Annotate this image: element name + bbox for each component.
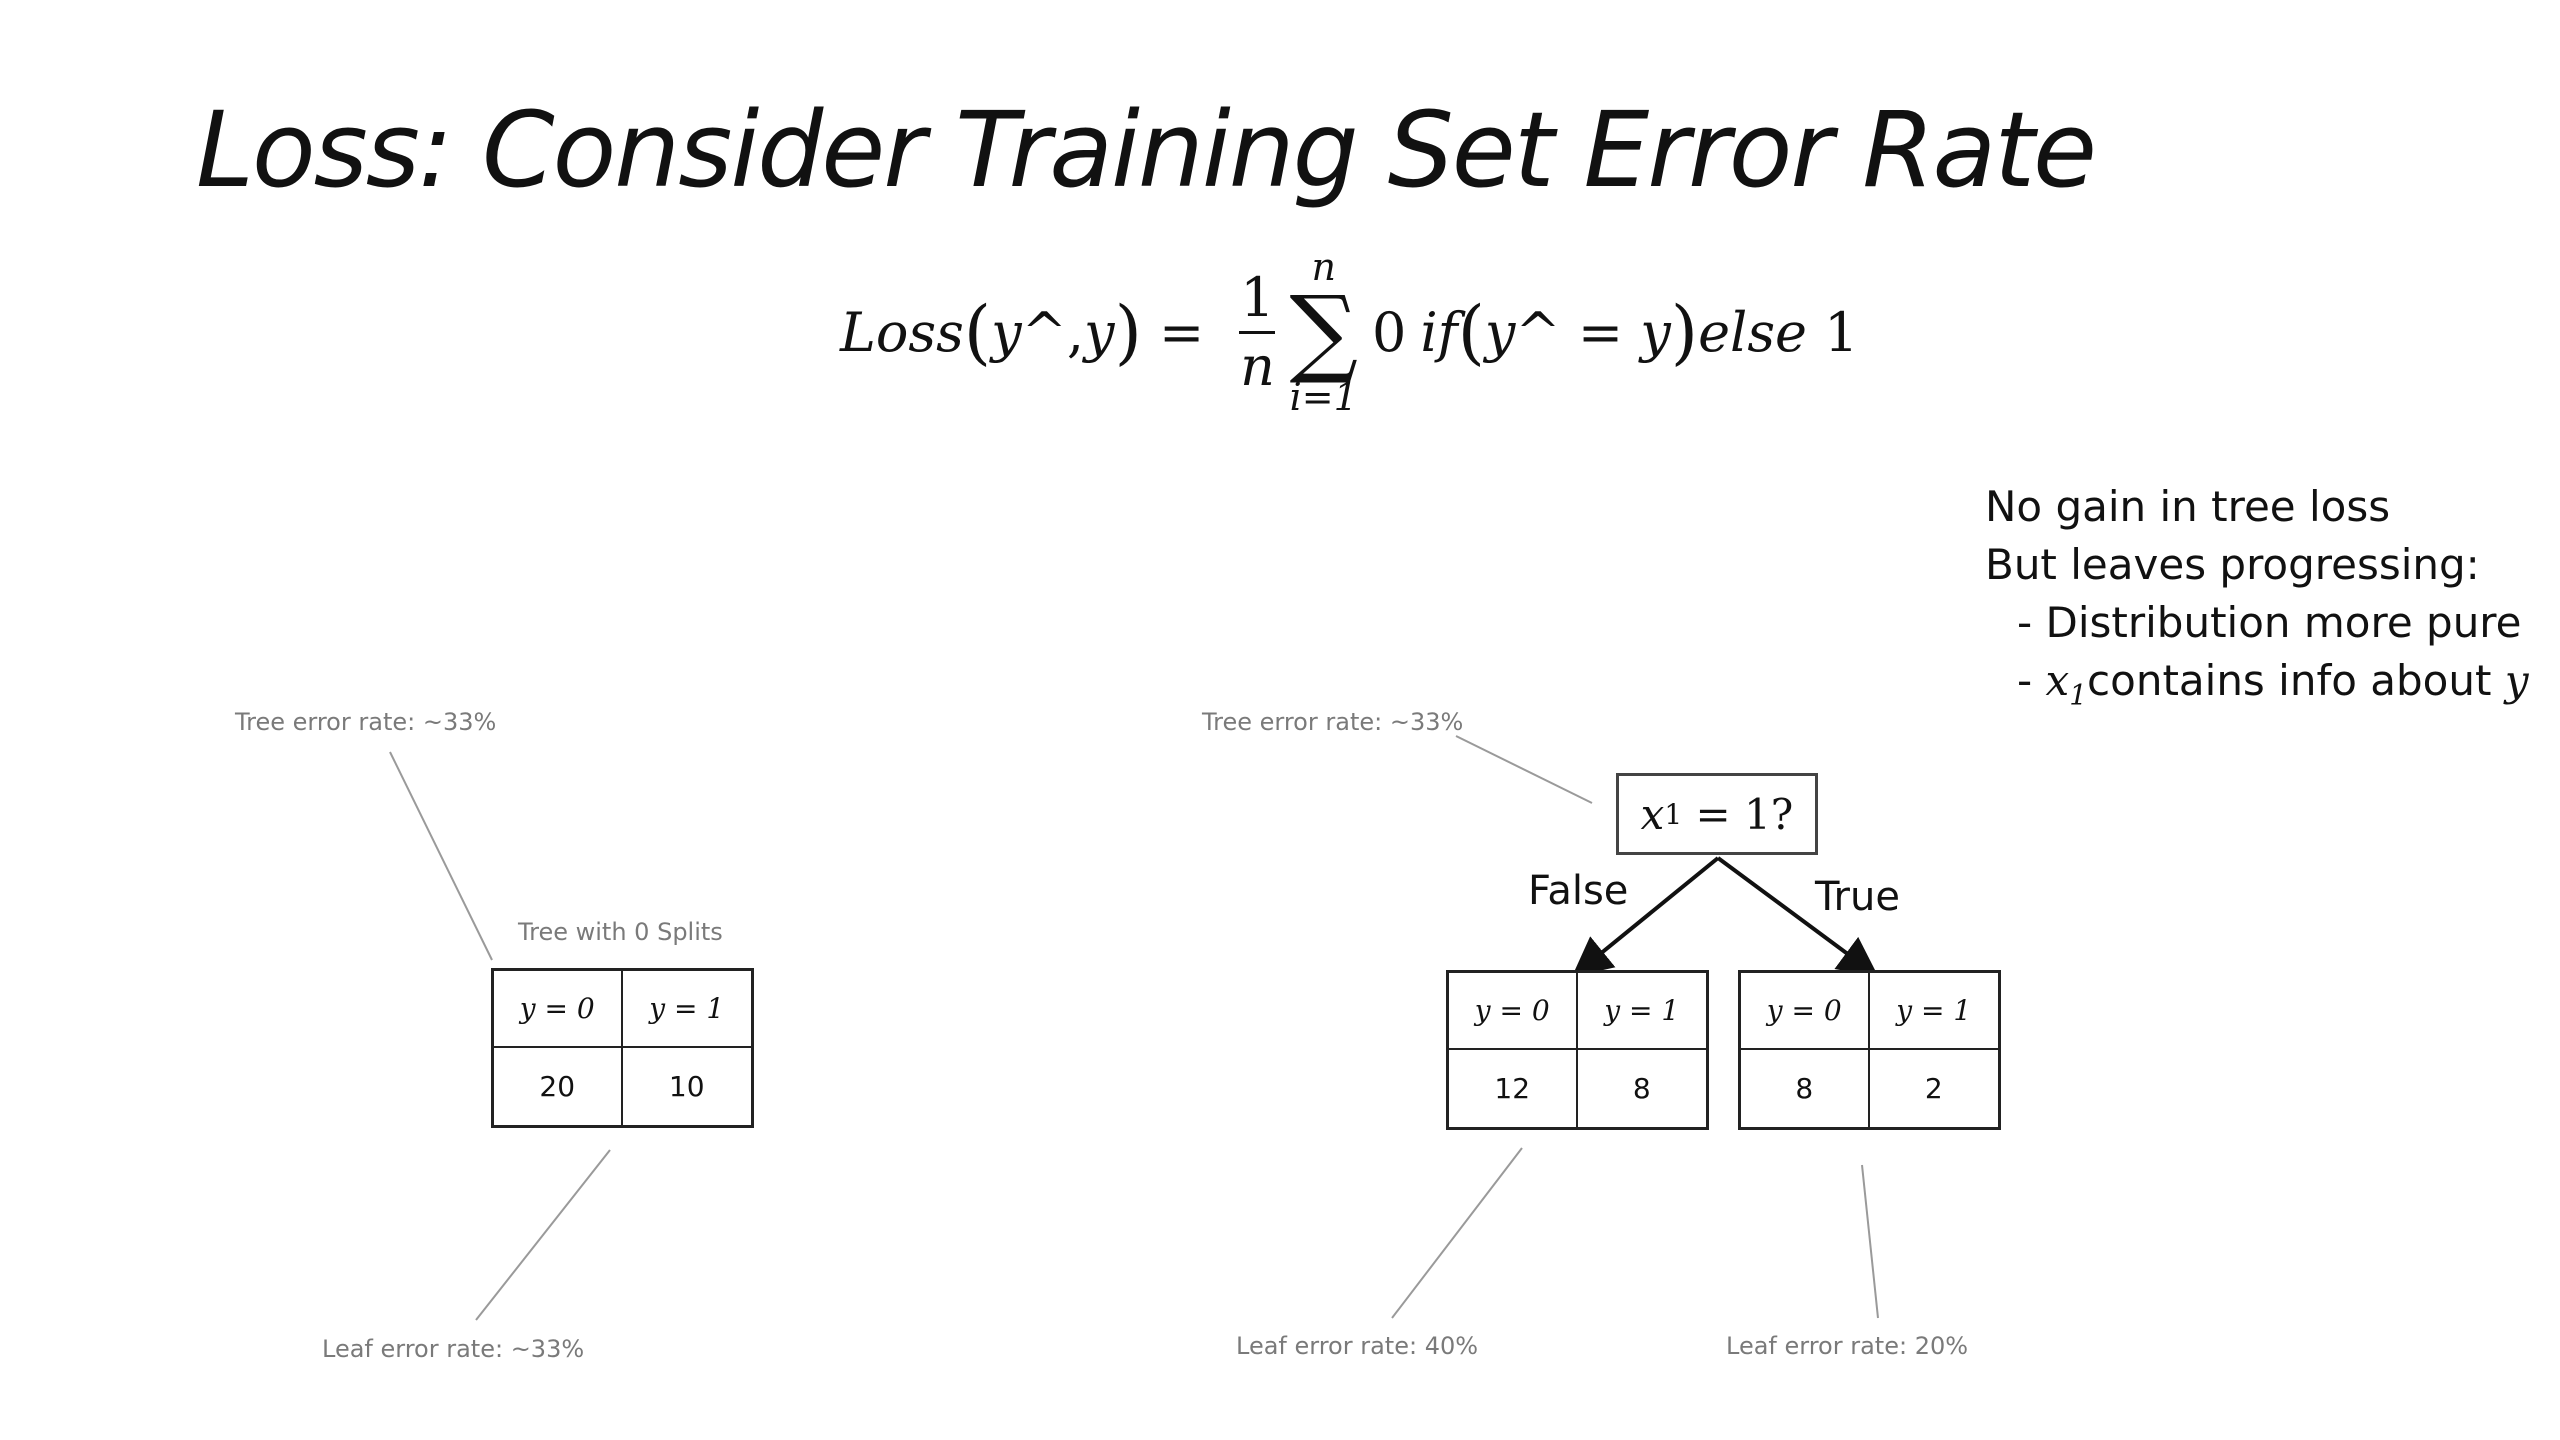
formula-open-paren: ( [963, 291, 992, 373]
right-tree-error-label: Tree error rate: ~33% [1202, 708, 1464, 736]
left-tree-error-label: Tree error rate: ~33% [235, 708, 497, 736]
true-leaf-count-1: 2 [1924, 1072, 1943, 1105]
left-tree-error-pointer [389, 751, 493, 961]
formula-frac-numerator: 1 [1240, 265, 1275, 329]
false-leaf-header-0: y = 0 [1449, 973, 1578, 1050]
false-leaf: y = 0 y = 1 12 8 [1446, 970, 1709, 1130]
true-branch-arrow [1716, 856, 1879, 977]
note-line-4: - x1contains info about y [1985, 652, 2529, 724]
right-tree-error-pointer [1455, 735, 1593, 804]
formula-cond-y: y [1640, 300, 1671, 364]
slide-title: Loss: Consider Training Set Error Rate [196, 89, 2097, 211]
left-leaf-header-0: y = 0 [494, 971, 623, 1048]
true-leaf-error-label: Leaf error rate: 20% [1726, 1332, 1969, 1360]
left-tree-caption: Tree with 0 Splits [518, 918, 723, 946]
loss-formula: Loss ( y^ , y ) = 1 n n ∑ i=1 0 if ( y^ … [840, 232, 1859, 432]
formula-fraction: 1 n [1239, 265, 1276, 398]
split-var: x [1640, 789, 1665, 839]
false-leaf-error-pointer [1391, 1147, 1523, 1319]
formula-sum-lower: i=1 [1289, 374, 1358, 419]
formula-close-paren: ) [1114, 291, 1142, 373]
summation-icon: ∑ [1289, 275, 1358, 388]
true-leaf: y = 0 y = 1 8 2 [1738, 970, 2001, 1130]
note-line-4-prefix: - [2017, 656, 2046, 705]
true-leaf-error-pointer [1861, 1164, 1879, 1319]
left-leaf-header-1: y = 1 [622, 971, 751, 1048]
formula-frac-denominator: n [1240, 334, 1275, 398]
formula-equals: = [1141, 300, 1222, 364]
formula-cond-open: ( [1457, 291, 1485, 373]
formula-zero: 0 [1371, 300, 1407, 364]
formula-frac-bar [1239, 330, 1276, 334]
note-line-4-text: contains info about [2087, 656, 2505, 705]
true-branch-label: True [1815, 874, 1900, 920]
note-line-3: - Distribution more pure [2017, 598, 2522, 647]
left-leaf-error-pointer [475, 1149, 611, 1321]
note-line-4-var: x [2045, 656, 2070, 705]
split-var-sub: 1 [1664, 797, 1683, 831]
formula-else: else [1698, 300, 1807, 364]
split-condition: = 1? [1682, 789, 1794, 839]
formula-comma: , [1066, 300, 1085, 364]
false-leaf-count-0: 12 [1449, 1050, 1578, 1127]
formula-cond-close: ) [1670, 291, 1699, 373]
true-leaf-header-1: y = 1 [1869, 973, 1998, 1050]
note-line-4-sub: 1 [2069, 678, 2088, 712]
left-root-leaf: y = 0 y = 1 20 10 [491, 968, 754, 1128]
false-leaf-header-1: y = 1 [1577, 973, 1706, 1050]
left-leaf-count-0: 20 [494, 1048, 623, 1125]
false-branch-arrow [1571, 856, 1720, 978]
true-leaf-header-0: y = 0 [1741, 973, 1870, 1050]
formula-y-hat: y^ [991, 300, 1067, 364]
false-leaf-error-label: Leaf error rate: 40% [1236, 1332, 1479, 1360]
false-leaf-count-1: 8 [1632, 1072, 1651, 1105]
left-leaf-error-label: Leaf error rate: ~33% [322, 1335, 585, 1363]
formula-cond-equals: = [1560, 300, 1641, 364]
false-branch-label: False [1528, 868, 1629, 914]
formula-if: if [1420, 300, 1458, 364]
left-leaf-count-1: 10 [668, 1070, 705, 1103]
notes-block: No gain in tree loss But leaves progress… [1985, 478, 2529, 724]
formula-one: 1 [1807, 300, 1859, 364]
formula-y: y [1084, 300, 1115, 364]
formula-sum-upper: n [1311, 245, 1336, 290]
formula-loss: Loss [840, 300, 964, 364]
note-line-2: But leaves progressing: [1985, 540, 2480, 589]
formula-summation: n ∑ i=1 [1289, 248, 1358, 415]
note-line-4-y: y [2504, 656, 2529, 705]
formula-cond-y-hat: y^ [1484, 300, 1561, 364]
note-line-1: No gain in tree loss [1985, 482, 2391, 531]
true-leaf-count-0: 8 [1741, 1050, 1870, 1127]
